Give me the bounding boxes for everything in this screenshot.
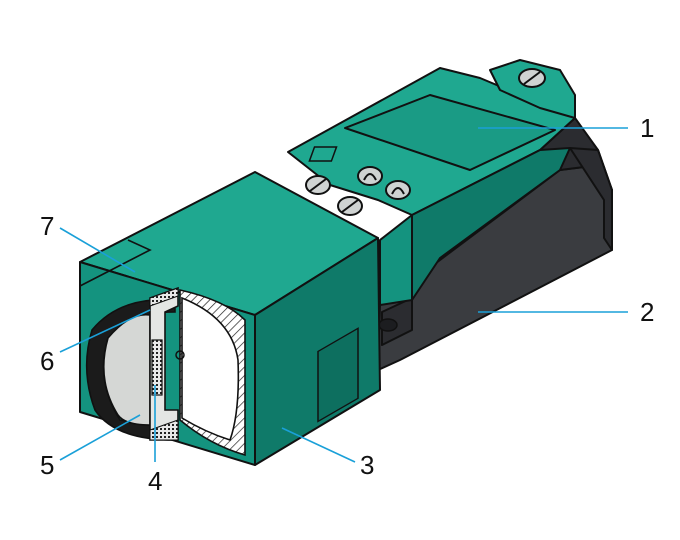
- callout-5: 5: [40, 450, 54, 480]
- leader-lines: [59, 127, 628, 463]
- callout-7: 7: [40, 211, 54, 241]
- callout-6: 6: [40, 346, 54, 376]
- base-housing: [377, 117, 613, 371]
- leader-5: [59, 414, 141, 461]
- callout-2: 2: [640, 297, 654, 327]
- base-mount-hole: [378, 318, 398, 332]
- terminal-housing: [287, 59, 576, 306]
- coil-winding: [151, 339, 163, 396]
- callout-1: 1: [640, 113, 654, 143]
- callout-3: 3: [360, 450, 374, 480]
- callout-4: 4: [148, 466, 162, 496]
- callout-labels: 1 2 3 4 5 6 7: [40, 113, 654, 496]
- leader-6: [59, 309, 151, 353]
- terminal-screws: [305, 166, 411, 216]
- leader-7: [59, 227, 136, 273]
- leader-3: [281, 427, 356, 463]
- label-plate: [344, 94, 556, 171]
- cutaway-section: [85, 286, 246, 457]
